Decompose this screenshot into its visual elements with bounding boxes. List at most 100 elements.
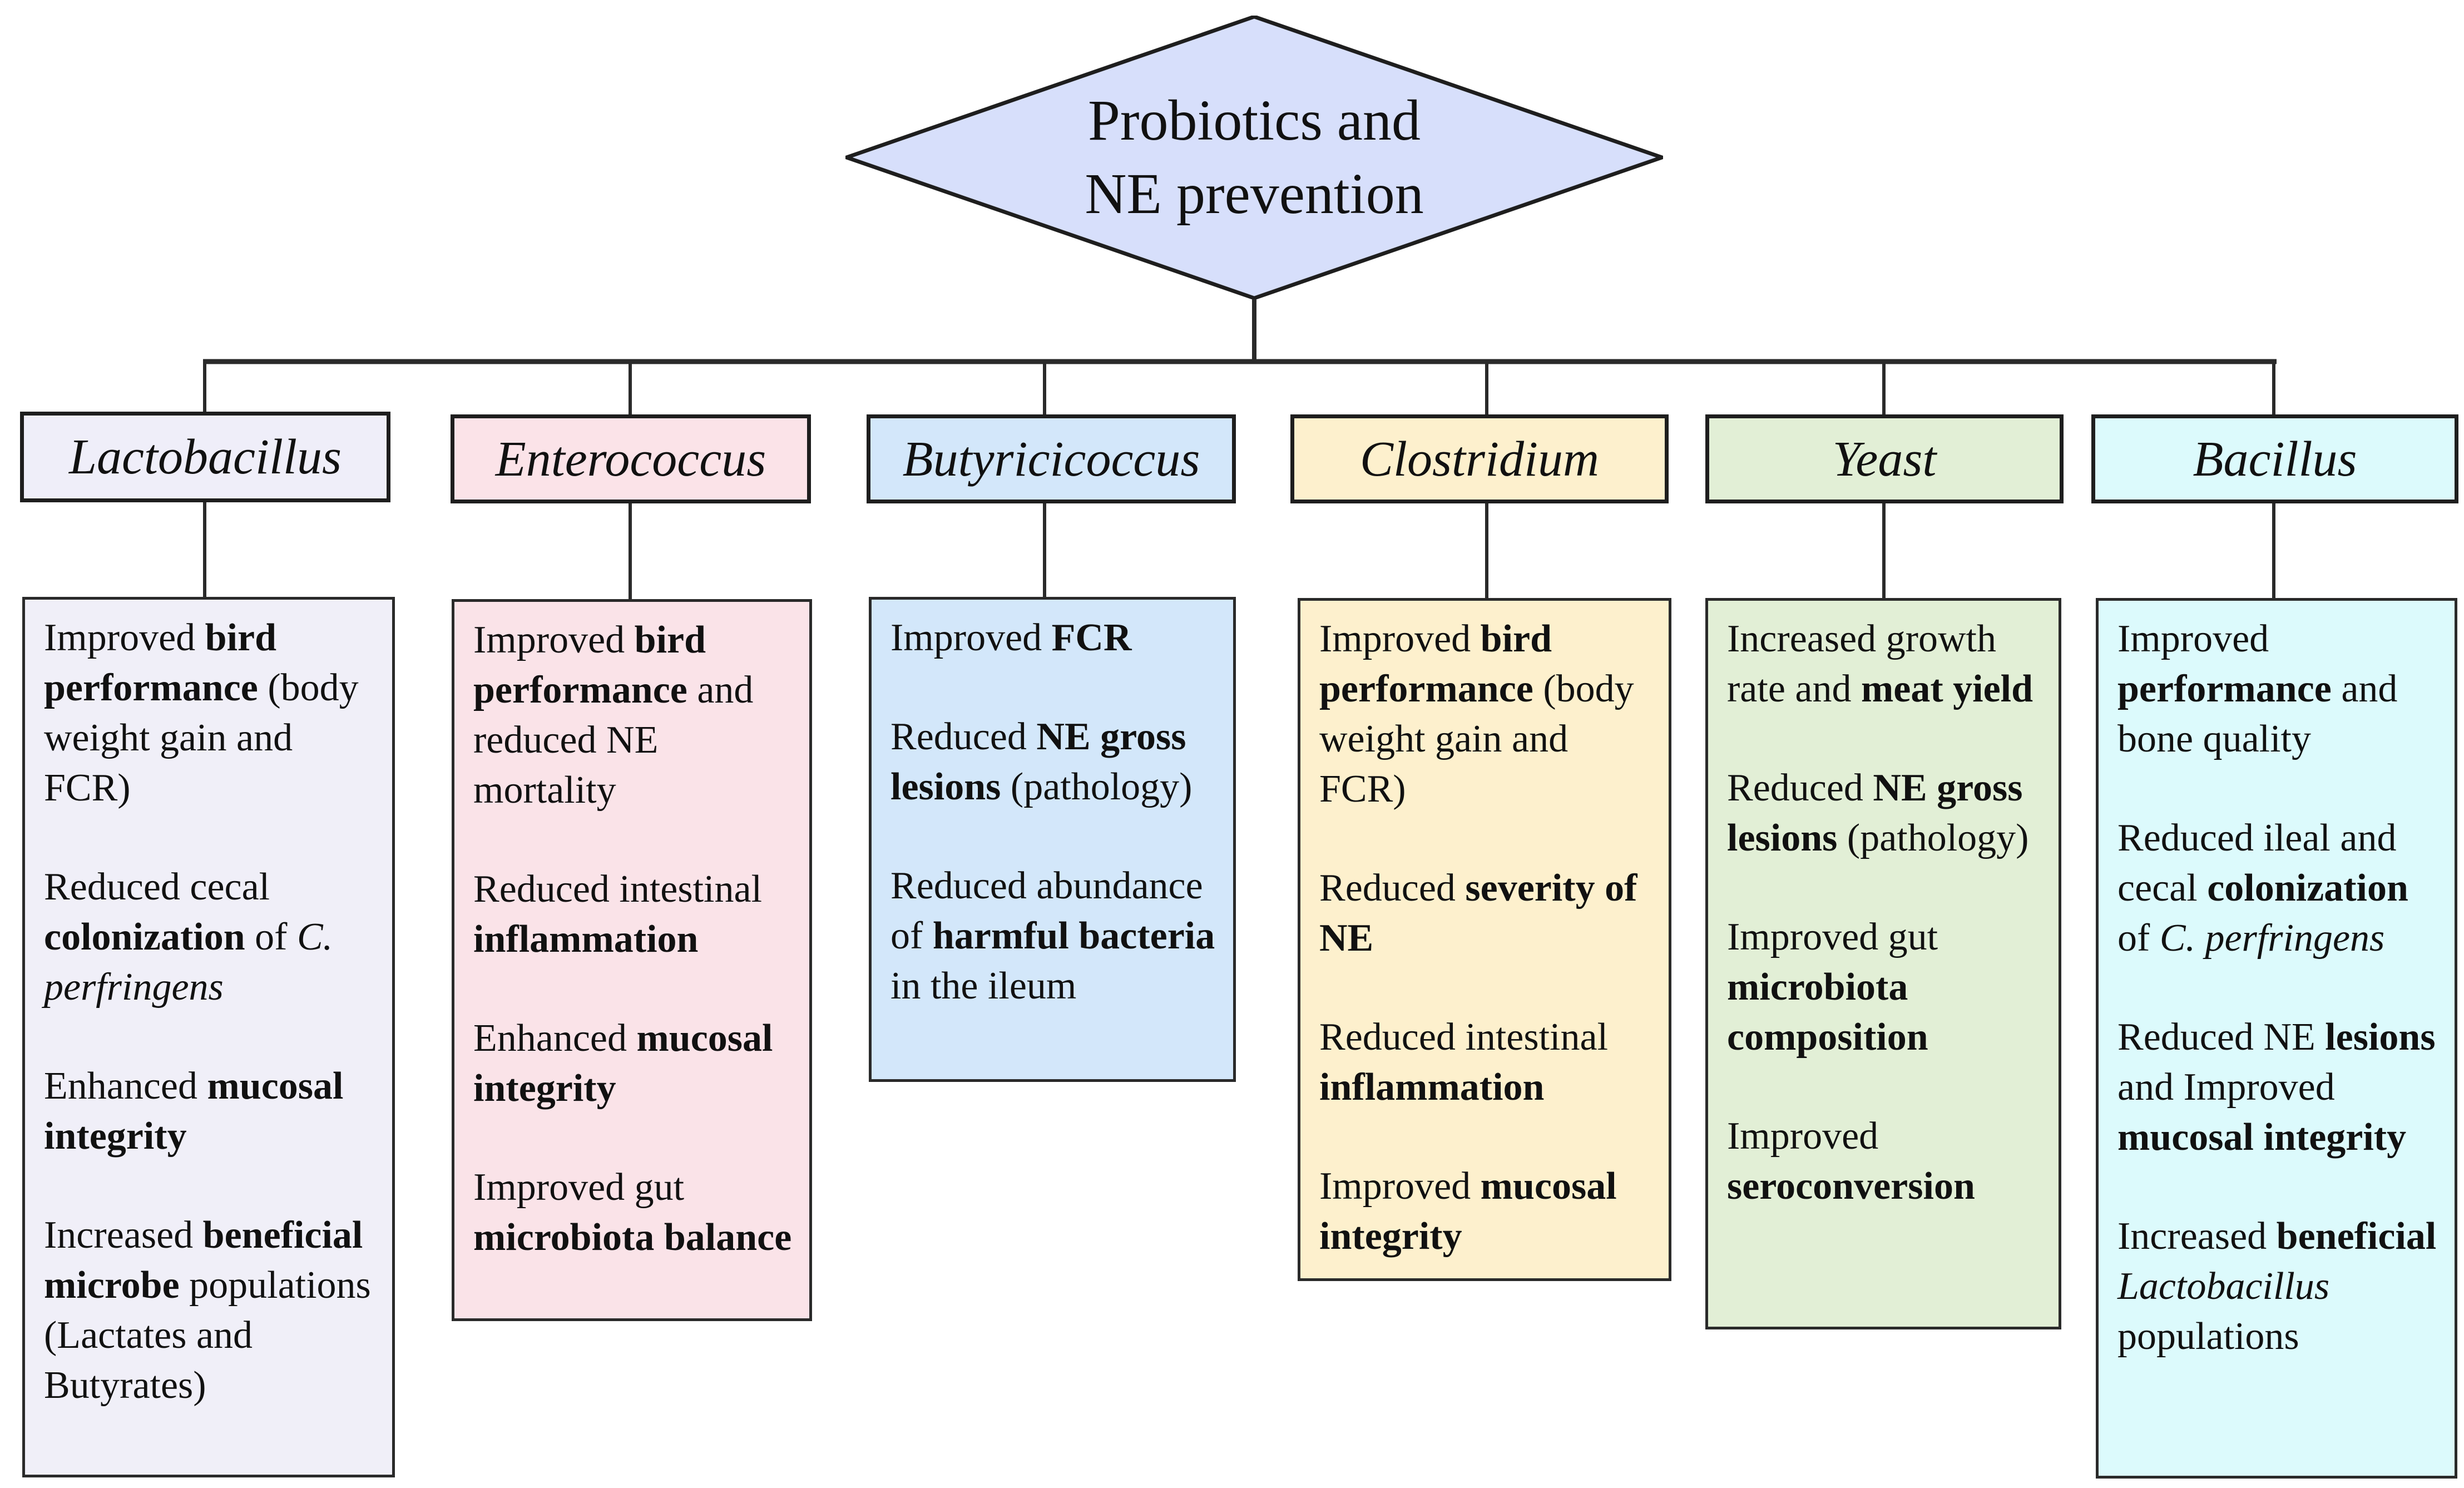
effect-text: Enhanced: [44, 1065, 207, 1108]
root-node: Probiotics and NE prevention: [845, 16, 1663, 299]
effect-item-clostridium: Reduced intestinal inflammation: [1319, 1012, 1652, 1113]
effect-text: Reduced intestinal: [1319, 1016, 1609, 1059]
effect-item-bacillus: Increased beneficial Lactobacillus popul…: [2117, 1212, 2438, 1362]
emphasis-text: colonization: [2207, 867, 2408, 909]
effect-text: (pathology): [1837, 817, 2029, 859]
effect-item-enterococcus: Improved gut microbiota balance: [473, 1163, 793, 1263]
emphasis-text: inflammation: [473, 918, 699, 961]
effect-item-enterococcus: Reduced intestinal inflammation: [473, 864, 793, 965]
effect-text: Reduced intestinal: [473, 868, 763, 911]
emphasis-text: mucosal integrity: [2117, 1116, 2407, 1159]
effect-text: (pathology): [1001, 765, 1193, 808]
effect-item-yeast: Improved seroconversion: [1727, 1111, 2042, 1212]
effect-text: Improved gut: [473, 1166, 685, 1209]
effect-item-clostridium: Improved bird performance (body weight g…: [1319, 614, 1652, 814]
category-butyricicoccus: Butyricicoccus: [867, 414, 1236, 503]
effect-text: Reduced abundance of: [890, 864, 1203, 957]
effect-item-butyricicoccus: Reduced abundance of harmful bacteria in…: [890, 861, 1216, 1011]
effect-text: Improved: [44, 616, 205, 659]
emphasis-text: seroconversion: [1727, 1165, 1975, 1208]
effect-item-yeast: Increased growth rate and meat yield: [1727, 614, 2042, 714]
effect-item-bacillus: Improved performance and bone quality: [2117, 614, 2438, 764]
emphasis-text: microbiota balance: [473, 1216, 792, 1259]
emphasis-text: microbiota composition: [1727, 966, 1928, 1059]
effects-box-enterococcus: Improved bird performance and reduced NE…: [452, 599, 812, 1321]
category-enterococcus: Enterococcus: [451, 414, 811, 503]
emphasis-text: harmful bacteria: [932, 914, 1215, 957]
emphasis-text: bird performance: [1319, 617, 1552, 710]
effect-text: Increased: [2117, 1215, 2277, 1258]
emphasis-text: mucosal integrity: [44, 1065, 344, 1158]
effect-text: Improved gut: [1727, 916, 1938, 958]
emphasis-text: NE gross lesions: [1727, 767, 2023, 859]
italic-text: C. perfringens: [2159, 917, 2385, 960]
category-bacillus: Bacillus: [2091, 414, 2458, 503]
effect-item-butyricicoccus: Improved FCR: [890, 613, 1216, 663]
italic-text: Lactobacillus: [2117, 1265, 2330, 1308]
effect-item-clostridium: Reduced severity of NE: [1319, 863, 1652, 963]
emphasis-text: meat yield: [1861, 668, 2033, 710]
effect-item-lactobacillus: Reduced cecal colonization of C. perfrin…: [44, 862, 375, 1012]
effect-item-clostridium: Improved mucosal integrity: [1319, 1161, 1652, 1262]
effect-text: Reduced NE: [2117, 1016, 2326, 1059]
emphasis-text: NE gross lesions: [890, 715, 1186, 808]
effect-item-yeast: Improved gut microbiota composition: [1727, 912, 2042, 1062]
root-diamond: [845, 16, 1663, 299]
effect-item-lactobacillus: Increased beneficial microbe populations…: [44, 1210, 375, 1411]
effect-item-yeast: Reduced NE gross lesions (pathology): [1727, 763, 2042, 863]
effect-text: populations (Lactates and Butyrates): [44, 1264, 371, 1407]
emphasis-text: mucosal integrity: [473, 1017, 773, 1110]
effect-text: and Improved: [2117, 1066, 2335, 1109]
effect-text: Reduced ileal and cecal: [2117, 817, 2397, 909]
emphasis-text: inflammation: [1319, 1066, 1545, 1109]
emphasis-text: beneficial: [2276, 1215, 2437, 1258]
emphasis-text: performance: [2117, 668, 2332, 710]
category-lactobacillus: Lactobacillus: [20, 412, 390, 502]
root-title-line-1: Probiotics and: [1088, 88, 1421, 152]
effects-box-clostridium: Improved bird performance (body weight g…: [1298, 598, 1671, 1281]
effect-text: Reduced: [890, 715, 1037, 758]
effect-text: Improved: [1319, 617, 1481, 660]
effect-item-lactobacillus: Improved bird performance (body weight g…: [44, 613, 375, 813]
emphasis-text: FCR: [1051, 616, 1132, 659]
effect-text: (body weight gain and FCR): [1319, 668, 1634, 810]
emphasis-text: bird performance: [473, 619, 706, 711]
italic-text: C. perfringens: [44, 916, 333, 1009]
emphasis-text: beneficial microbe: [44, 1214, 363, 1307]
effect-text: Improved: [1727, 1115, 1879, 1158]
effect-text: Reduced: [1319, 867, 1466, 909]
category-yeast: Yeast: [1705, 414, 2064, 503]
emphasis-text: lesions: [2325, 1016, 2436, 1059]
effect-text: Improved: [890, 616, 1052, 659]
effect-text: Improved: [1319, 1165, 1481, 1208]
effect-text: Enhanced: [473, 1017, 637, 1060]
effects-box-butyricicoccus: Improved FCR Reduced NE gross lesions (pa…: [869, 597, 1236, 1082]
emphasis-text: mucosal integrity: [1319, 1165, 1617, 1258]
effect-text: in the ileum: [890, 965, 1077, 1007]
effect-text: of: [245, 916, 297, 958]
effect-text: and reduced NE mortality: [473, 669, 754, 812]
effect-text: populations: [2117, 1315, 2299, 1358]
emphasis-text: bird performance: [44, 616, 277, 709]
category-clostridium: Clostridium: [1290, 414, 1669, 503]
effect-text: and bone quality: [2117, 668, 2398, 760]
effect-text: (body weight gain and FCR): [44, 666, 359, 809]
effect-item-butyricicoccus: Reduced NE gross lesions (pathology): [890, 712, 1216, 812]
effect-item-enterococcus: Enhanced mucosal integrity: [473, 1014, 793, 1114]
effects-box-lactobacillus: Improved bird performance (body weight g…: [22, 597, 395, 1477]
effect-text: of: [2117, 917, 2160, 960]
effect-text: Increased: [44, 1214, 203, 1257]
effect-text: Reduced: [1727, 767, 1873, 809]
effect-text: Increased growth rate and: [1727, 617, 1996, 710]
emphasis-text: severity of NE: [1319, 867, 1637, 960]
effect-item-enterococcus: Improved bird performance and reduced NE…: [473, 615, 793, 815]
root-title-line-2: NE prevention: [1085, 162, 1424, 226]
effect-text: Reduced cecal: [44, 866, 270, 908]
effect-item-bacillus: Reduced ileal and cecal colonization of …: [2117, 813, 2438, 963]
effect-text: Improved: [473, 619, 635, 661]
emphasis-text: colonization: [44, 916, 245, 958]
effect-text: Improved: [2117, 617, 2269, 660]
